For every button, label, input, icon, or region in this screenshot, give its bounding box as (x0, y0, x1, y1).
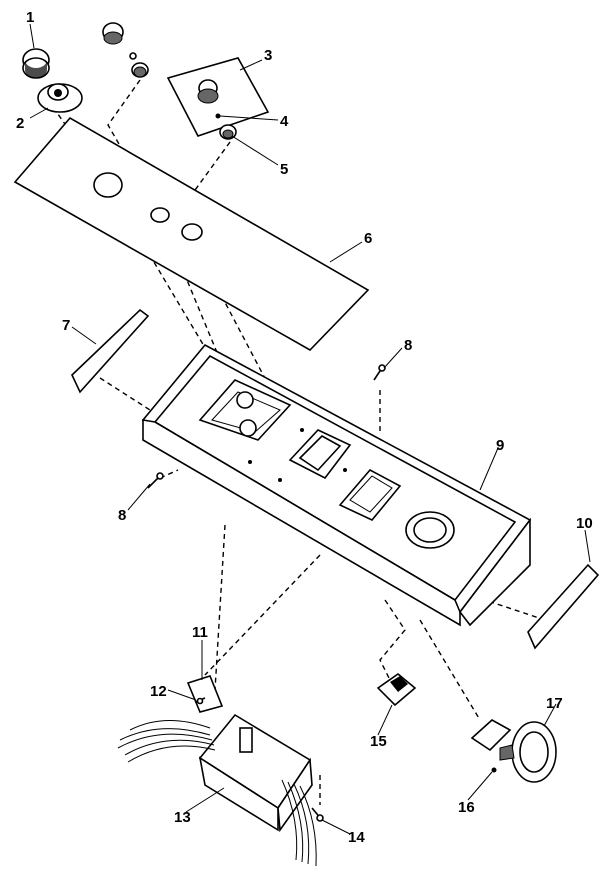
screw-part-12 (194, 697, 206, 705)
callout-1: 1 (26, 9, 34, 26)
callout-labels: 1 2 3 4 5 6 7 8 8 9 10 11 12 13 14 15 16… (16, 9, 593, 846)
callout-14: 14 (348, 829, 365, 846)
knob-part-1 (22, 48, 50, 79)
callout-16: 16 (458, 799, 475, 816)
callout-12: 12 (150, 683, 167, 700)
end-cap-left-part-7 (71, 308, 150, 394)
screw-part-8-left (147, 472, 164, 489)
screw-part-14 (311, 807, 324, 822)
insulator-part-11 (186, 675, 224, 713)
callout-7: 7 (62, 317, 70, 334)
console-housing-part-9 (141, 343, 532, 627)
callout-2: 2 (16, 115, 24, 132)
knob-skirt-part-2 (37, 83, 83, 113)
selector-switch-part-17 (499, 721, 557, 783)
bracket-part-16 (470, 719, 512, 773)
callout-6: 6 (364, 230, 372, 247)
callout-15: 15 (370, 733, 387, 750)
callout-8a: 8 (404, 337, 412, 354)
timer-part-13 (117, 713, 317, 867)
panel-overlay-part-6 (13, 116, 370, 352)
callout-9: 9 (496, 437, 504, 454)
callout-leader-lines (29, 23, 591, 835)
callout-13: 13 (174, 809, 191, 826)
end-cap-right-part-10 (527, 563, 600, 650)
callout-4: 4 (280, 113, 289, 130)
screw-part-8-top (373, 364, 386, 381)
callout-11: 11 (192, 624, 208, 641)
callout-5: 5 (280, 161, 288, 178)
switch-part-15 (376, 672, 417, 707)
knob-part-5 (219, 124, 237, 140)
knob-bag-part-3 (166, 57, 270, 137)
callout-10: 10 (576, 515, 593, 532)
knob-small-top (102, 22, 149, 78)
callout-8b: 8 (118, 507, 126, 524)
callout-17: 17 (546, 695, 563, 712)
callout-3: 3 (264, 47, 272, 64)
